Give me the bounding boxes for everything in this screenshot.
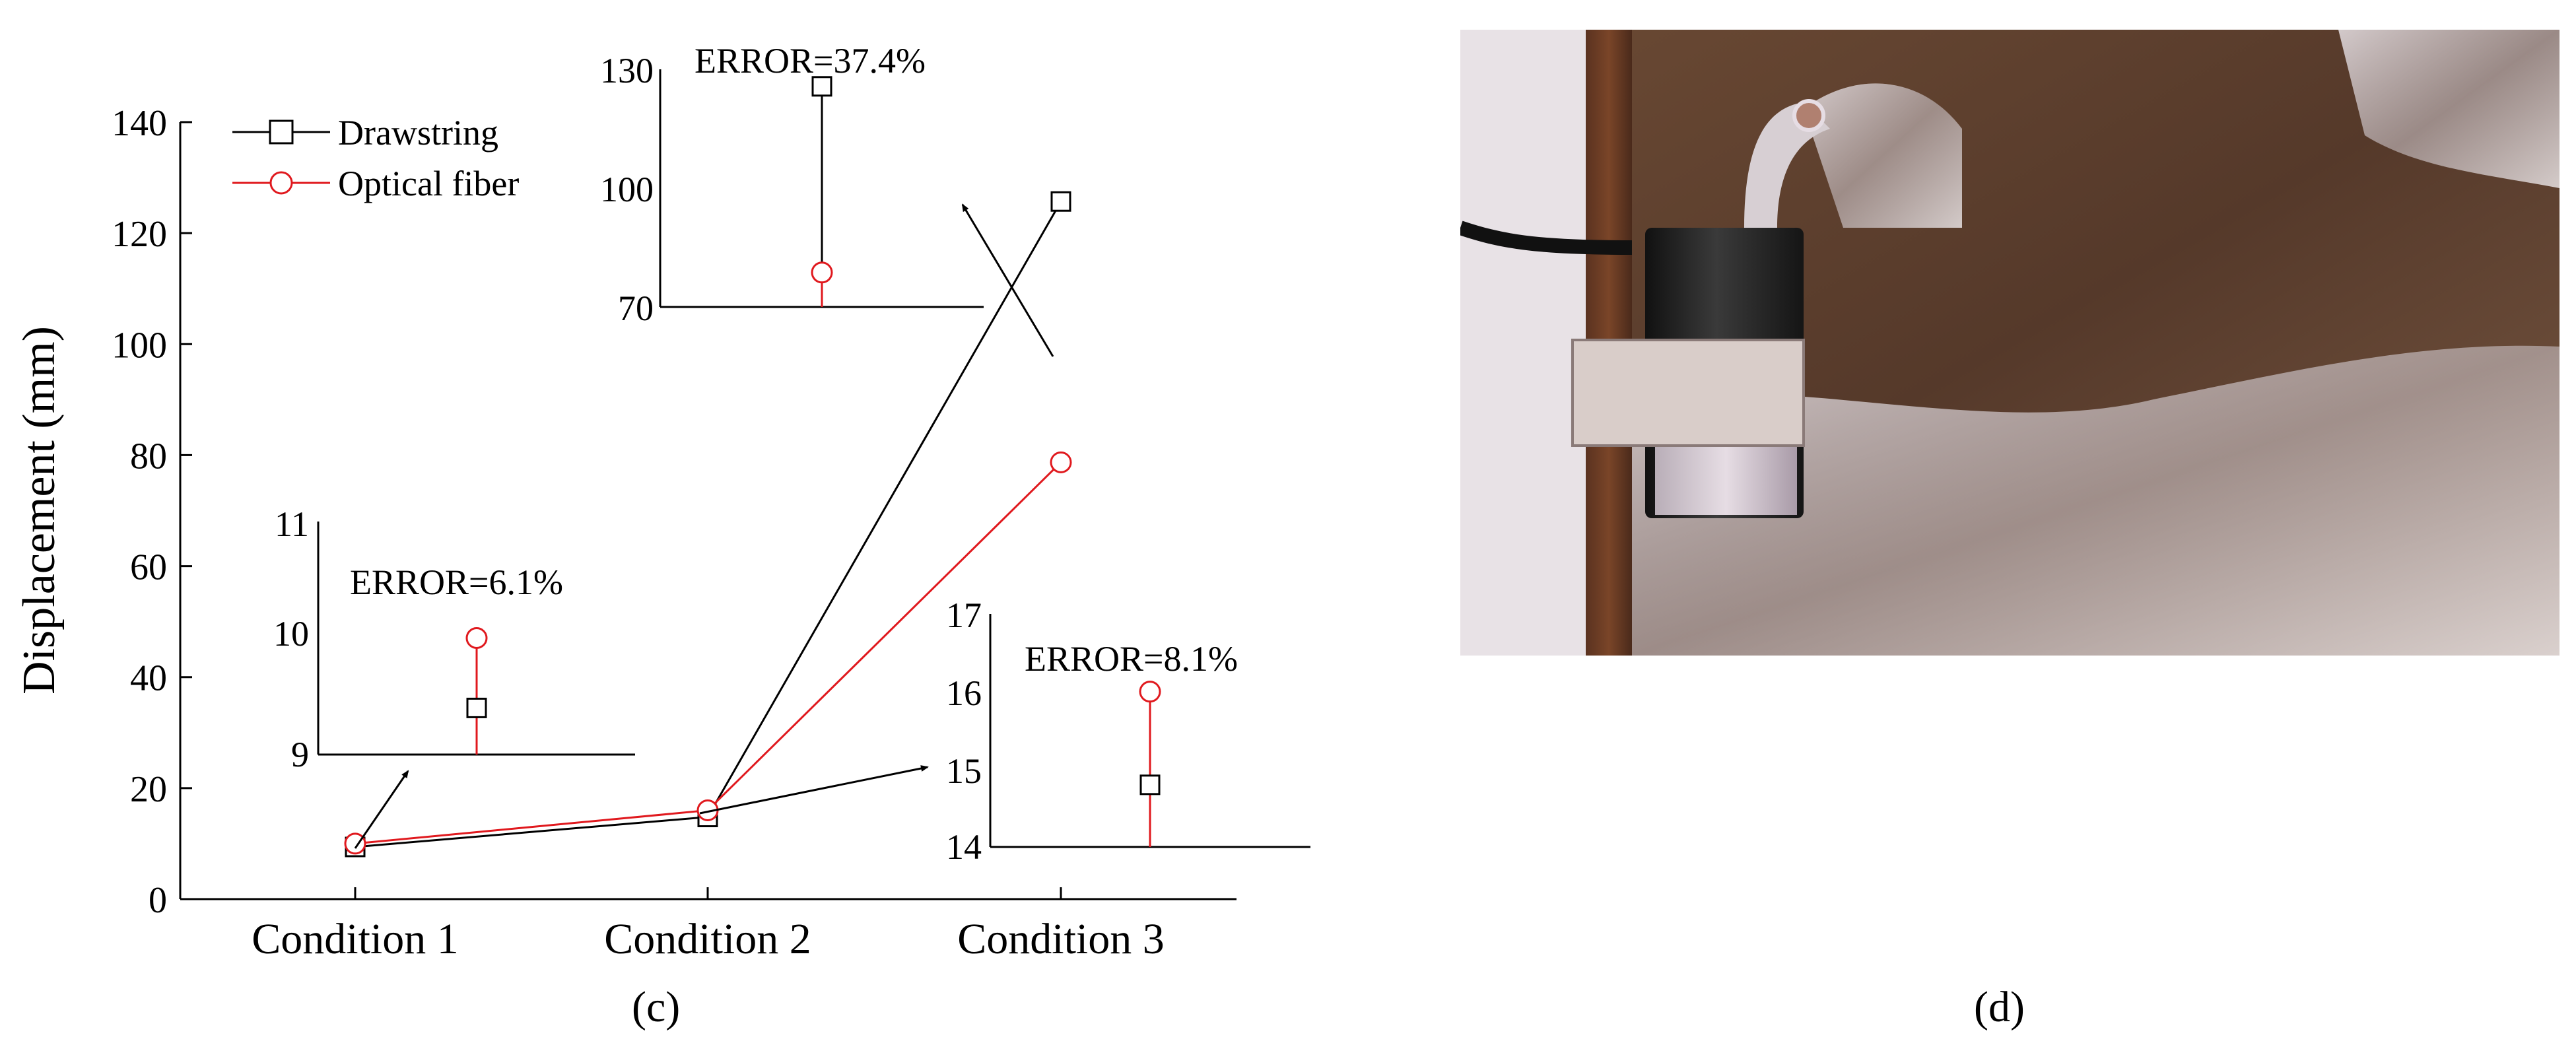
sensor-cable (1460, 220, 1633, 255)
y-tick-label: 80 (130, 436, 167, 477)
point-optical-fiber (344, 832, 366, 855)
sensor-photo-drawing (1460, 30, 2559, 656)
inset-point-drawstring (811, 76, 832, 97)
inset-condition-3: 130 100 70 ERROR=37.4% (600, 41, 984, 328)
arrow-to-inset-1 (354, 770, 409, 849)
arrow-to-inset-3 (699, 765, 929, 815)
inset-point-optical-fiber (465, 627, 488, 649)
inset-2-tick-100: 100 (600, 170, 654, 209)
plastic-film-crumple (1804, 83, 1962, 228)
point-drawstring (1050, 191, 1071, 212)
legend-marker-optical-fiber (269, 171, 293, 195)
y-tick-label: 140 (112, 103, 167, 144)
inset-1-tick-9: 9 (291, 735, 309, 774)
y-tick-label: 120 (112, 214, 167, 255)
panel-label-c: (c) (632, 983, 681, 1031)
y-axis-label: Displacement (mm) (14, 326, 65, 694)
inset-2-tick-130: 130 (600, 51, 654, 90)
y-tick-label: 100 (112, 325, 167, 366)
x-tick-label: Condition 3 (957, 915, 1165, 963)
mounting-bracket (1571, 339, 1805, 447)
legend-label-drawstring: Drawstring (338, 113, 498, 152)
point-optical-fiber (1050, 451, 1072, 473)
x-tick-label: Condition 2 (604, 915, 811, 963)
inset-2-error-annotation: ERROR=37.4% (695, 41, 926, 81)
plastic-film-top-right (2338, 30, 2559, 188)
drawstring-hook (1744, 102, 1830, 228)
main-chart: 0 20 40 60 80 100 120 140 Condition 1 Condition … (14, 103, 1237, 963)
inset-point-optical-fiber (1139, 681, 1161, 703)
panel-label-d: (d) (1974, 983, 2025, 1031)
legend: Drawstring Optical fiber (232, 113, 519, 203)
y-tick-label: 40 (130, 658, 167, 699)
inset-1-tick-10: 10 (273, 614, 309, 654)
inset-point-drawstring (1139, 774, 1161, 795)
y-tick-label: 0 (149, 880, 167, 921)
inset-1-tick-11: 11 (275, 504, 309, 544)
legend-label-optical-fiber: Optical fiber (338, 164, 519, 203)
sensor-photo (1460, 30, 2559, 656)
inset-3-tick-14: 14 (946, 827, 982, 867)
series-line-drawstring (355, 201, 1062, 848)
plastic-film-bottom (1632, 345, 2559, 656)
inset-2-tick-70: 70 (618, 288, 654, 328)
inset-condition-1: 11 10 9 ERROR=6.1% (273, 504, 635, 774)
inset-3-tick-15: 15 (946, 751, 982, 791)
inset-3-error-annotation: ERROR=8.1% (1025, 639, 1238, 679)
hook-eye (1792, 99, 1825, 132)
inset-1-error-annotation: ERROR=6.1% (350, 562, 563, 602)
inset-3-tick-17: 17 (946, 595, 982, 635)
y-tick-label: 20 (130, 769, 167, 810)
x-tick-label: Condition 1 (252, 915, 459, 963)
inset-3-tick-16: 16 (946, 673, 982, 713)
arrow-to-inset-2 (961, 203, 1054, 357)
legend-marker-drawstring (269, 119, 294, 145)
y-tick-label: 60 (130, 547, 167, 588)
inset-condition-2: 17 16 15 14 ERROR=8.1% (946, 595, 1310, 867)
inset-point-drawstring (466, 697, 487, 718)
inset-point-optical-fiber (811, 261, 833, 284)
